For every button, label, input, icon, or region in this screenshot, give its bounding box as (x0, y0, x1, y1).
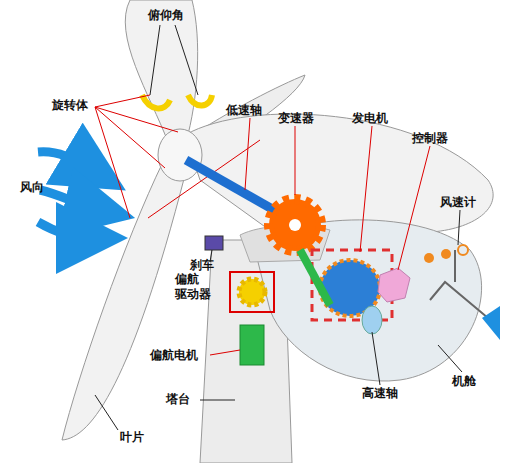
leader-line (372, 332, 380, 385)
low-speed-shaft (186, 160, 288, 218)
leader-line (95, 107, 130, 218)
part-label: 塔台 (166, 392, 190, 407)
controller-box (378, 268, 410, 302)
part-label: 变速器 (278, 111, 314, 126)
high-speed-shaft (300, 250, 330, 305)
part-label: 发电机 (352, 111, 388, 126)
wind-vane-arm (430, 282, 488, 318)
pitch-arrow (142, 95, 170, 108)
shaft-end (362, 306, 382, 334)
part-label: 俯仰角 (148, 8, 184, 23)
leader-line (95, 395, 118, 430)
part-label: 叶片 (120, 430, 144, 445)
leader-line (200, 400, 235, 401)
leader-line (438, 345, 462, 372)
part-label: 刹车 (190, 258, 214, 273)
pitch-arrow (188, 95, 212, 106)
anemometer-cup (441, 249, 451, 259)
wind-arrow (38, 222, 92, 238)
gear-hole (289, 219, 301, 231)
anemometer-pole (454, 250, 456, 282)
gearbox-gear (269, 199, 321, 251)
part-label: 低速轴 (226, 103, 262, 118)
leader-line (458, 210, 460, 245)
leader-line (295, 126, 296, 195)
brake (205, 236, 223, 250)
part-label: 偏航 驱动器 (175, 272, 217, 302)
part-label: 机舱 (452, 374, 476, 389)
part-label: 旋转体 (52, 98, 88, 113)
yaw-drive-frame (230, 272, 274, 312)
leader-line (175, 25, 198, 95)
leader-line (210, 350, 240, 355)
leader-line (95, 107, 165, 168)
part-label: 风速计 (440, 195, 476, 210)
wind-arrow (40, 190, 100, 210)
leader-line (148, 140, 260, 218)
part-label: 偏航电机 (150, 348, 198, 363)
part-label: 控制器 (412, 131, 448, 146)
leader-line (150, 25, 160, 95)
part-label: 高速轴 (362, 386, 398, 401)
wind-arrow (38, 152, 95, 172)
blade (125, 0, 197, 142)
yaw-motor (240, 325, 264, 365)
leader-line (398, 146, 430, 270)
leader-line (245, 118, 250, 190)
part-label: 风向 (20, 180, 44, 195)
anemometer-cup (458, 245, 468, 255)
leader-line (95, 95, 150, 107)
anemometer-cup (424, 253, 434, 263)
yaw-drive-gear (239, 279, 265, 305)
wind-vane-tail (482, 306, 500, 340)
hub (158, 129, 202, 181)
leader-line (95, 107, 178, 132)
leader-line (360, 126, 372, 252)
